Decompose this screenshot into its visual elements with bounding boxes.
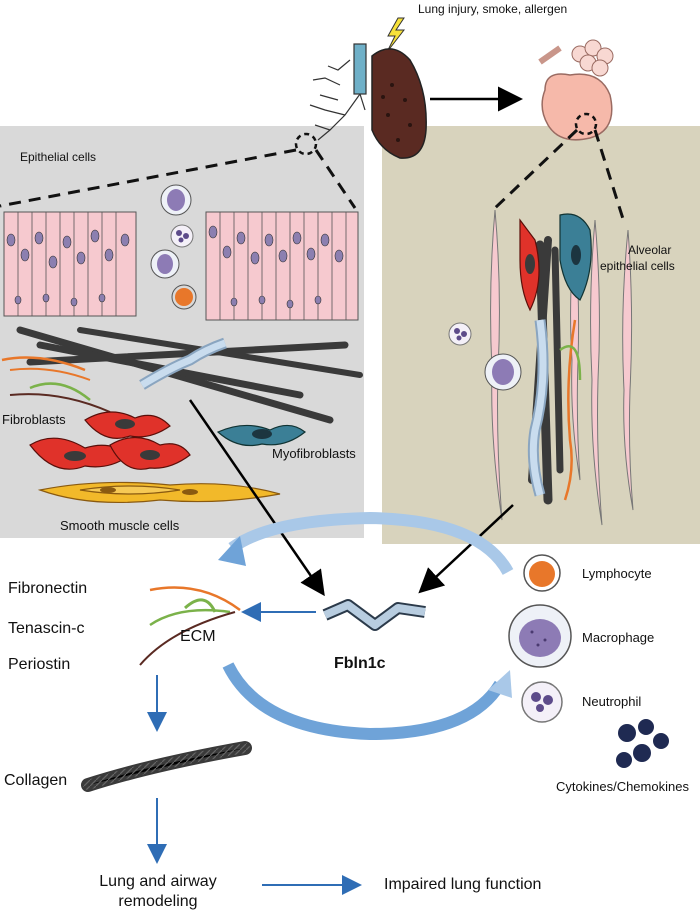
- alveolar-label-line2: epithelial cells: [600, 259, 675, 273]
- lightning-icon: [386, 17, 406, 53]
- cytokine-icon: [616, 719, 669, 768]
- collagen-bundle: [81, 741, 252, 792]
- alveolar-tissue: [448, 209, 634, 526]
- airway-epithelium-left: [3, 211, 137, 317]
- trigger-label: Lung injury, smoke, allergen: [418, 2, 568, 16]
- fibroblasts-label: Fibroblasts: [2, 412, 66, 427]
- neutrophil-label: Neutrophil: [582, 694, 642, 709]
- myofibroblasts-label: Myofibroblasts: [272, 446, 356, 461]
- impaired-label: Impaired lung function: [384, 876, 542, 893]
- remodeling-label-line2: remodeling: [118, 893, 198, 910]
- tenascin-label: Tenascin-c: [8, 620, 85, 637]
- neutrophil-icon: [521, 681, 563, 723]
- cytokines-label: Cytokines/Chemokines: [556, 779, 689, 794]
- lung-icon: [371, 48, 427, 159]
- ecm-label: ECM: [180, 628, 216, 645]
- fibronectin-label: Fibronectin: [8, 580, 88, 597]
- alveoli-icon: [538, 39, 614, 141]
- smooth-muscle-label: Smooth muscle cells: [60, 518, 180, 533]
- airway-epithelium-right: [205, 211, 359, 321]
- airway-collagen: [16, 326, 363, 424]
- lymphocyte-icon: [523, 554, 561, 592]
- myofibroblast-cell: [216, 424, 306, 447]
- cycle-arrow-bottom: [222, 662, 506, 741]
- collagen-label: Collagen: [4, 772, 68, 789]
- cycle-arrow-top: [228, 511, 514, 576]
- epithelial-label: Epithelial cells: [20, 150, 97, 164]
- remodeling-label-line1: Lung and airway: [99, 873, 217, 890]
- lumen-immune-cells: [150, 184, 197, 310]
- alveolar-label-line1: Alveolar: [628, 243, 672, 257]
- macrophage-icon: [508, 604, 572, 668]
- bronchial-tree-icon: [309, 43, 367, 141]
- lymphocyte-label: Lymphocyte: [582, 566, 652, 581]
- periostin-label: Periostin: [8, 656, 71, 673]
- ecm-strands: [139, 586, 241, 666]
- fbln1c-label: Fbln1c: [334, 655, 386, 672]
- macrophage-label: Macrophage: [582, 630, 655, 645]
